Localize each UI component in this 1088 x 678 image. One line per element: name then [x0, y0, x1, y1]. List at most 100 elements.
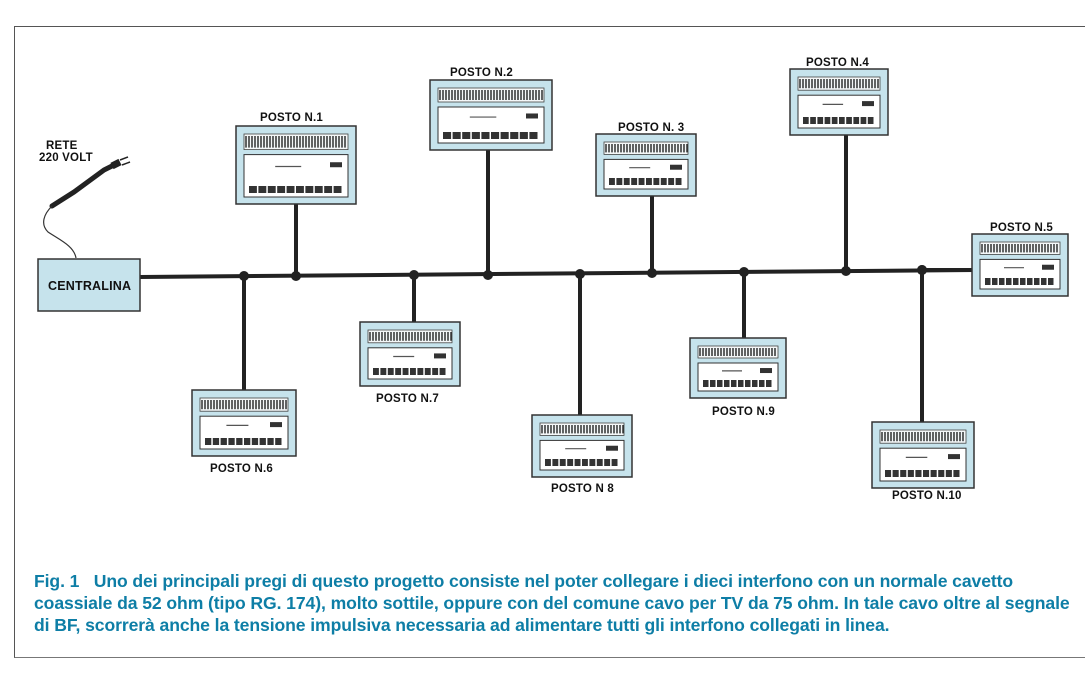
key-button — [552, 459, 559, 466]
key-button — [567, 459, 574, 466]
key-button — [286, 186, 295, 193]
key-button — [500, 132, 509, 139]
key-button — [1041, 278, 1047, 285]
key-button — [324, 186, 333, 193]
key-button — [529, 132, 538, 139]
station-10: POSTO N.10 — [871, 265, 975, 502]
station-label: POSTO N.4 — [806, 57, 869, 69]
station-label: POSTO N.9 — [712, 406, 775, 418]
key-button — [596, 459, 603, 466]
key-button — [846, 117, 852, 124]
key-button — [387, 368, 394, 375]
junction-dot — [409, 270, 419, 280]
key-button — [267, 186, 276, 193]
figure-caption: Fig. 1 Uno dei principali pregi di quest… — [34, 570, 1074, 636]
key-button — [710, 380, 716, 387]
key-button — [839, 117, 845, 124]
key-button — [731, 380, 737, 387]
key-button — [923, 470, 930, 477]
key-button — [432, 368, 439, 375]
key-button — [452, 132, 461, 139]
key-button — [205, 438, 212, 445]
key-button — [1013, 278, 1019, 285]
key-button — [668, 178, 675, 185]
key-button — [228, 438, 235, 445]
key-button — [953, 470, 960, 477]
station-label: POSTO N.10 — [892, 490, 962, 502]
key-button — [945, 470, 952, 477]
key-button — [817, 117, 824, 124]
key-button — [900, 470, 907, 477]
key-button — [646, 178, 652, 185]
key-button — [443, 132, 452, 139]
station-label: POSTO N.6 — [210, 463, 273, 475]
key-button — [1020, 278, 1026, 285]
junction-dot — [841, 266, 851, 276]
station-6: POSTO N.6 — [191, 271, 297, 475]
junction-dot — [575, 269, 585, 279]
station-label: POSTO N 8 — [551, 483, 614, 495]
key-button — [892, 470, 899, 477]
speaker-grille — [879, 429, 967, 444]
key-button — [853, 117, 860, 124]
key-button — [462, 132, 471, 139]
key-button — [471, 132, 480, 139]
key-button — [373, 368, 379, 375]
junction-dot — [647, 268, 657, 278]
key-button — [930, 470, 937, 477]
speaker-grille — [539, 422, 625, 436]
key-button — [999, 278, 1005, 285]
key-button — [267, 438, 274, 445]
key-button — [824, 117, 831, 124]
key-button — [417, 368, 424, 375]
station-1: POSTO N.1 — [235, 112, 357, 281]
station-9: POSTO N.9 — [689, 267, 787, 418]
key-button — [395, 368, 402, 375]
central-unit-box — [37, 258, 141, 312]
key-button — [305, 186, 314, 193]
key-button — [885, 470, 892, 477]
station-label: POSTO N. 3 — [618, 122, 684, 134]
key-button — [574, 459, 581, 466]
key-button — [296, 186, 304, 193]
station-label: POSTO N.1 — [260, 112, 323, 124]
junction-dot — [239, 271, 249, 281]
caption-text: Uno dei principali pregi di questo proge… — [34, 571, 1070, 635]
station-5: POSTO N.5 — [917, 222, 1069, 297]
station-2: POSTO N.2 — [429, 67, 553, 280]
key-button — [810, 117, 816, 124]
key-button — [251, 438, 259, 445]
power-plug-icon — [43, 156, 131, 259]
key-button — [907, 470, 914, 477]
key-button — [985, 278, 991, 285]
key-button — [510, 132, 519, 139]
station-label: POSTO N.2 — [450, 67, 513, 79]
key-button — [275, 438, 282, 445]
key-button — [1006, 278, 1012, 285]
key-button — [410, 368, 416, 375]
station-7: POSTO N.7 — [359, 270, 461, 405]
key-button — [380, 368, 387, 375]
key-button — [759, 380, 765, 387]
key-button — [1027, 278, 1033, 285]
key-button — [831, 117, 838, 124]
key-button — [675, 178, 682, 185]
key-button — [220, 438, 227, 445]
key-button — [745, 380, 751, 387]
key-button — [623, 178, 630, 185]
key-button — [915, 470, 922, 477]
key-button — [258, 186, 267, 193]
key-button — [439, 368, 446, 375]
station-label: POSTO N.7 — [376, 393, 439, 405]
key-button — [402, 368, 409, 375]
key-button — [314, 186, 323, 193]
key-button — [259, 438, 266, 445]
key-button — [703, 380, 709, 387]
key-button — [519, 132, 528, 139]
key-button — [660, 178, 667, 185]
key-button — [738, 380, 744, 387]
key-button — [424, 368, 431, 375]
key-button — [589, 459, 596, 466]
